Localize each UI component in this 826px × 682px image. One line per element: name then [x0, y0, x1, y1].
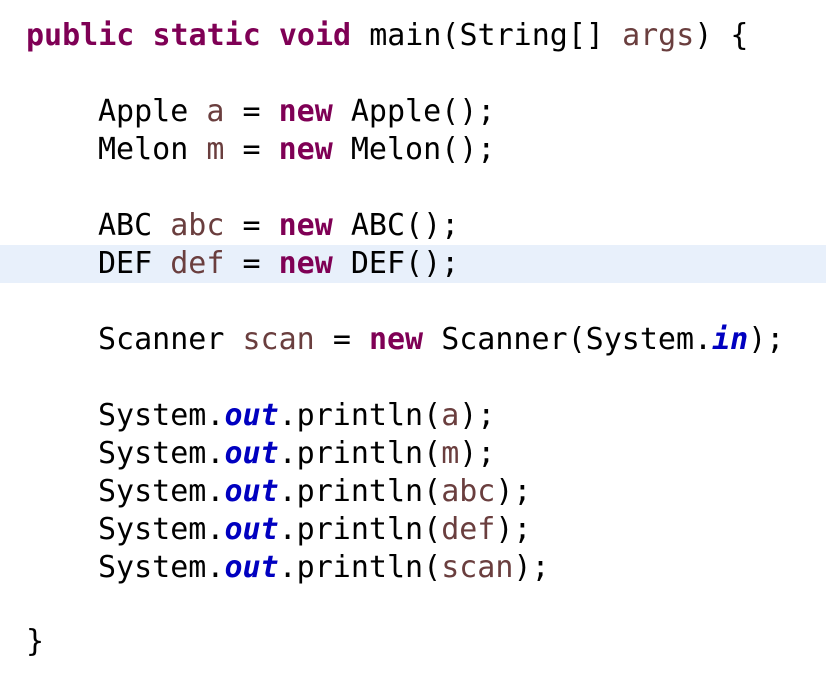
keyword-new: new — [278, 208, 333, 243]
ctor-scanner-close: ); — [748, 322, 785, 357]
ctor-abc: ABC(); — [350, 208, 460, 243]
type-abc: ABC — [98, 208, 153, 243]
keyword-public: public — [26, 18, 135, 53]
type-scanner: Scanner — [98, 322, 225, 357]
static-field-in: in — [712, 322, 749, 357]
code-line-abc[interactable]: ABC abc = new ABC(); — [0, 207, 826, 245]
system-class: System. — [98, 436, 225, 471]
keyword-void: void — [278, 18, 352, 53]
println-call: .println( — [278, 474, 442, 509]
keyword-new: new — [278, 94, 333, 129]
type-apple: Apple — [98, 94, 189, 129]
closing-brace: } — [26, 624, 45, 659]
println-call: .println( — [278, 436, 442, 471]
var-def: def — [170, 246, 225, 281]
static-field-out: out — [224, 474, 279, 509]
assign-op: = — [242, 94, 261, 129]
ctor-melon: Melon(); — [350, 132, 496, 167]
method-name: main(String[] — [369, 18, 604, 53]
system-class: System. — [98, 550, 225, 585]
assign-op: = — [242, 132, 261, 167]
println-call: .println( — [278, 550, 442, 585]
var-scan: scan — [242, 322, 315, 357]
system-class: System. — [98, 512, 225, 547]
keyword-static: static — [152, 18, 261, 53]
code-line-println[interactable]: System.out.println(abc); — [0, 473, 826, 511]
code-line-apple[interactable]: Apple a = new Apple(); — [0, 93, 826, 131]
ctor-apple: Apple(); — [350, 94, 496, 129]
println-close: ); — [495, 474, 532, 509]
signature-close: ) { — [694, 18, 749, 53]
assign-op: = — [332, 322, 351, 357]
var-a: a — [206, 94, 225, 129]
println-arg: abc — [441, 474, 496, 509]
keyword-new: new — [278, 246, 333, 281]
type-def: DEF — [98, 246, 153, 281]
keyword-new: new — [278, 132, 333, 167]
ctor-def: DEF(); — [350, 246, 460, 281]
println-close: ); — [495, 512, 532, 547]
code-line-println[interactable]: System.out.println(a); — [0, 397, 826, 435]
code-line-def-current[interactable]: DEF def = new DEF(); — [0, 245, 826, 283]
param-args: args — [622, 18, 695, 53]
type-melon: Melon — [98, 132, 189, 167]
println-call: .println( — [278, 398, 442, 433]
var-m: m — [206, 132, 225, 167]
system-class: System. — [98, 474, 225, 509]
assign-op: = — [242, 208, 261, 243]
println-close: ); — [459, 436, 496, 471]
println-arg: m — [441, 436, 460, 471]
println-arg: scan — [441, 550, 514, 585]
println-arg: a — [441, 398, 460, 433]
static-field-out: out — [224, 398, 279, 433]
println-arg: def — [441, 512, 496, 547]
code-line-melon[interactable]: Melon m = new Melon(); — [0, 131, 826, 169]
println-close: ); — [513, 550, 550, 585]
system-class: System. — [98, 398, 225, 433]
code-line-println[interactable]: System.out.println(scan); — [0, 549, 826, 587]
static-field-out: out — [224, 512, 279, 547]
ctor-scanner-open: Scanner(System. — [441, 322, 713, 357]
static-field-out: out — [224, 436, 279, 471]
code-line-scanner[interactable]: Scanner scan = new Scanner(System.in); — [0, 321, 826, 359]
println-close: ); — [459, 398, 496, 433]
code-line-closing-brace[interactable]: } — [0, 623, 826, 661]
static-field-out: out — [224, 550, 279, 585]
code-line-println[interactable]: System.out.println(def); — [0, 511, 826, 549]
assign-op: = — [242, 246, 261, 281]
println-call: .println( — [278, 512, 442, 547]
code-line-method-signature[interactable]: public static void main(String[] args) { — [0, 17, 826, 55]
code-line-println[interactable]: System.out.println(m); — [0, 435, 826, 473]
var-abc: abc — [170, 208, 225, 243]
keyword-new: new — [368, 322, 424, 357]
